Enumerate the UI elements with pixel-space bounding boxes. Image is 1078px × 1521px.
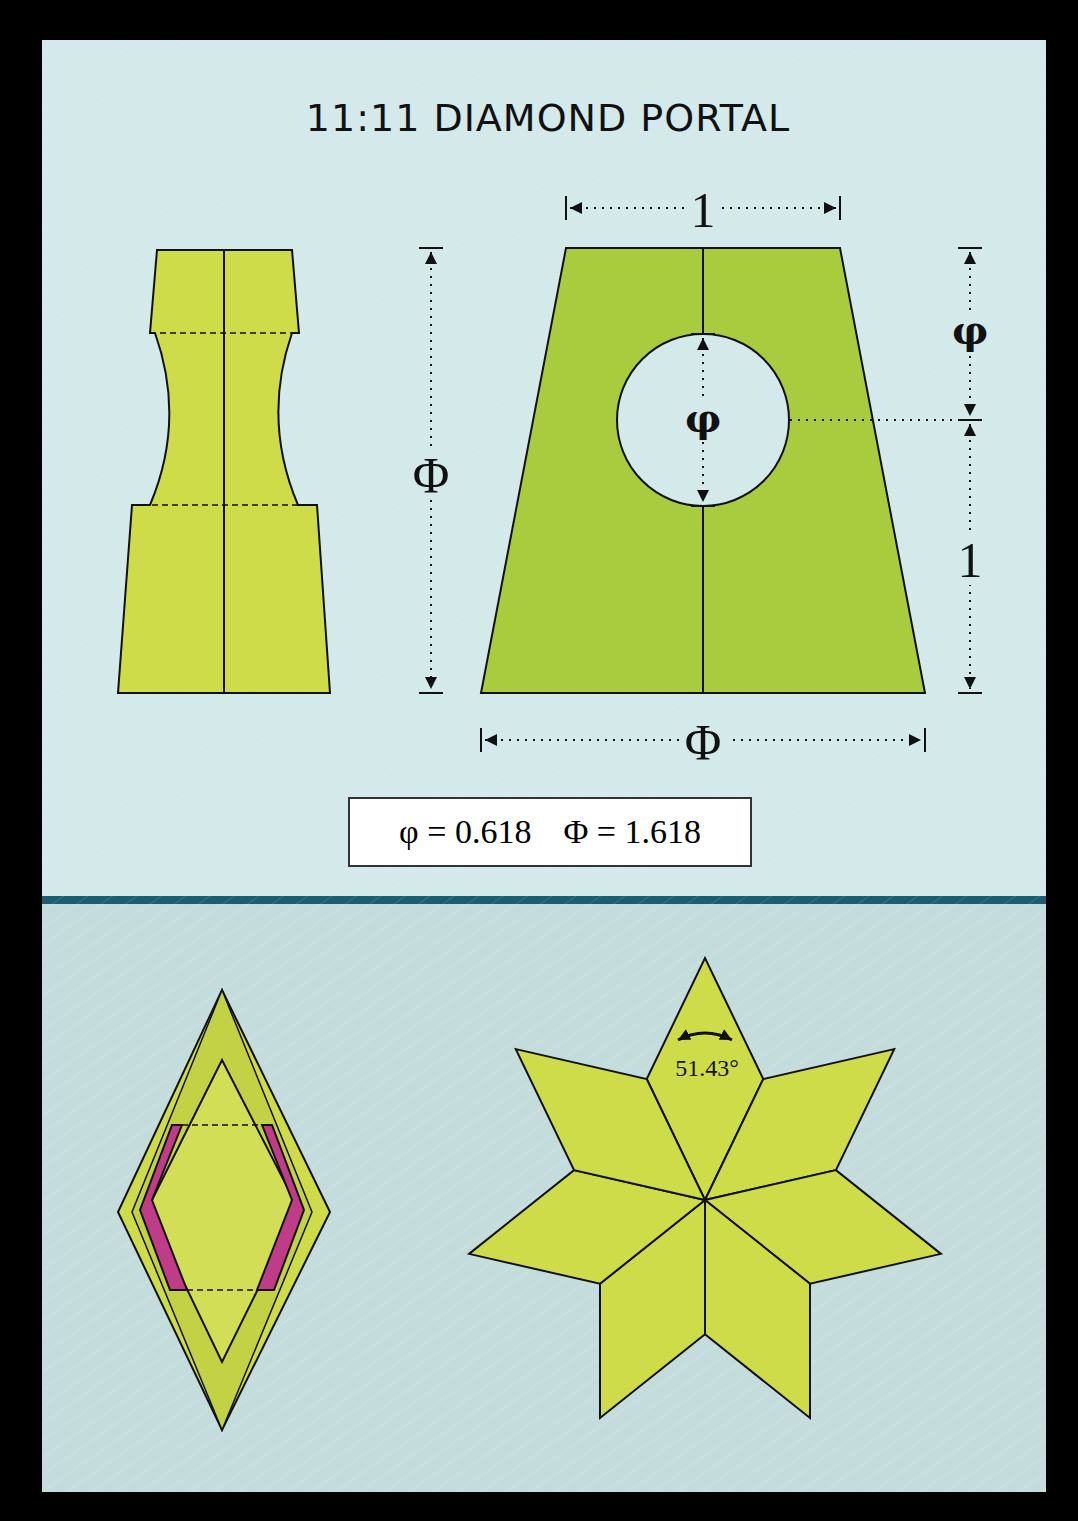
texture	[42, 40, 1046, 1492]
rhombus	[705, 1200, 810, 1418]
dimension-label: Φ	[679, 717, 728, 767]
dimension-label: φ	[679, 398, 727, 438]
formula-text: Φ = 1.618	[563, 813, 701, 851]
seven-point-star	[469, 958, 941, 1418]
dimension-lines	[419, 196, 982, 752]
trapezoid-figure	[481, 248, 925, 693]
dimension-label: 1	[952, 535, 989, 585]
dimension-label: 1	[685, 185, 722, 235]
formula-box: φ = 0.618 Φ = 1.618	[348, 797, 752, 867]
diamond-figure	[118, 990, 330, 1430]
dimension-label: Φ	[407, 450, 456, 500]
dimension-label: φ	[946, 310, 994, 350]
angle-arc	[678, 1033, 732, 1040]
formula-text: φ = 0.618	[399, 813, 531, 851]
vase-figure	[118, 250, 330, 693]
title: 11:11 DIAMOND PORTAL	[306, 96, 790, 140]
angle-label: 51.43°	[675, 1056, 739, 1080]
